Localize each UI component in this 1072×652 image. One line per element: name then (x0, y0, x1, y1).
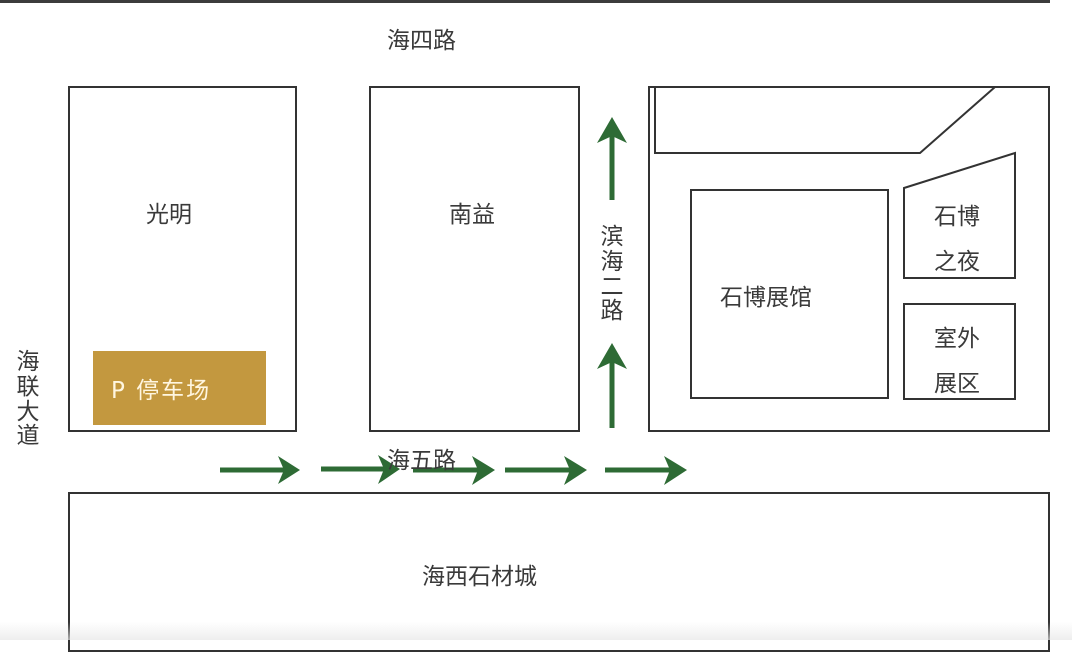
top-parcel-shape (654, 86, 998, 154)
block-label-outdoor: 室外展区 (934, 326, 980, 397)
road-label-haiwu: 海五路 (387, 448, 456, 474)
parking-lot[interactable]: P 停车场 (93, 351, 266, 425)
road-label-haisi: 海四路 (387, 28, 456, 54)
arrow-east-icon (220, 456, 300, 484)
road-label-binhai-2: 滨海二路 (600, 224, 624, 325)
bottom-shadow (0, 622, 1072, 640)
arrow-north-icon (597, 343, 627, 428)
block-label-guangming: 光明 (146, 202, 192, 228)
eastbound-arrows (220, 455, 687, 485)
arrow-east-icon (413, 456, 495, 485)
block-label-stone-city: 海西石材城 (422, 564, 537, 590)
block-nanyi[interactable]: 南益 (369, 86, 580, 432)
night-market-block[interactable] (903, 151, 1016, 279)
block-label-museum: 石博展馆 (720, 285, 812, 311)
northbound-arrows (597, 117, 627, 428)
road-label-hailian: 海联大道 (16, 349, 40, 450)
arrow-north-icon (597, 117, 627, 200)
block-outdoor-exhibition[interactable] (903, 303, 1016, 400)
arrow-east-icon (605, 456, 687, 485)
block-label-night-market-top: 石博之夜 (934, 204, 980, 275)
block-shibo-museum[interactable]: 石博展馆 (690, 189, 889, 399)
block-label-nanyi: 南益 (449, 202, 495, 228)
arrow-east-icon (505, 456, 587, 485)
top-border-line (0, 0, 1050, 3)
arrow-east-icon (321, 455, 400, 484)
